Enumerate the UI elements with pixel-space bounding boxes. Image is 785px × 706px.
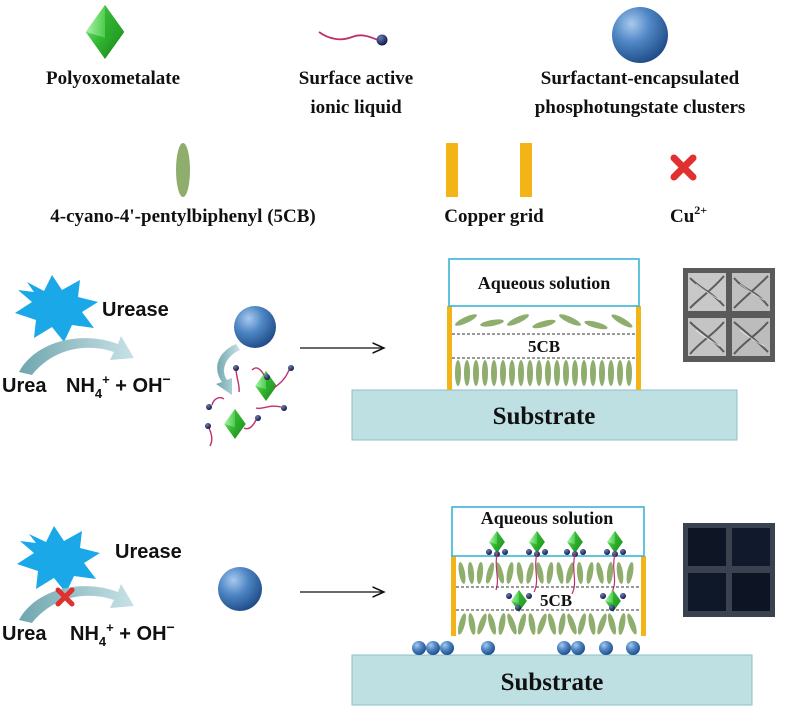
substrate-label-bottom: Substrate [501, 669, 604, 696]
sphere-icon [612, 7, 668, 63]
aqueous-label-top: Aqueous solution [478, 273, 611, 293]
5cb-label-top: 5CB [528, 337, 560, 356]
legend-polyoxometalate-label: Polyoxometalate [46, 68, 180, 89]
legend-surface-active-label-line1: Surface active [299, 68, 413, 89]
legend-surfactant-encapsulated-clusters: Surfactant-encapsulated phosphotungstate… [535, 7, 746, 118]
interface-ionic-liquid-heads [486, 549, 626, 557]
polyoxometalate-icon [85, 5, 125, 59]
legend-cu2plus: Cu2+ [670, 154, 707, 227]
liquid-crystal-rod-icon [176, 143, 190, 197]
pom-image-dark [683, 523, 775, 617]
reaction-arrow-bottom [19, 584, 134, 623]
pom-image-bright [683, 268, 775, 362]
copper-grid-left-bottom [451, 556, 456, 636]
legend-5cb: 4-cyano-4'-pentylbiphenyl (5CB) [50, 143, 316, 227]
penetrating-ionic-liquids [495, 553, 616, 595]
products-label-bottom: NH4+ + OH− [70, 619, 175, 649]
substrate-label-top: Substrate [493, 403, 596, 430]
urease-label-top: Urease [102, 299, 169, 321]
urea-label-bottom: Urea [2, 623, 47, 645]
urease-label-bottom: Urease [115, 541, 182, 563]
adsorbed-spheres [412, 641, 640, 655]
top-panel: Urease Urea NH4+ + OH− Substrate [2, 258, 775, 447]
bottom-panel: Urease Urea NH4+ + OH− Substrate Aqueo [2, 506, 775, 706]
cluster-sphere-bottom [218, 567, 262, 611]
released-ionic-liquids [205, 365, 294, 447]
copper-grid-right-bottom [641, 556, 646, 636]
products-label-top: NH4+ + OH− [66, 371, 171, 401]
lc-homeotropic-layer-top [455, 360, 632, 386]
lc-planar-layer-top [455, 314, 633, 330]
urease-star-icon-bottom [17, 526, 100, 593]
legend-surface-active-ionic-liquid: Surface active ionic liquid [299, 31, 413, 118]
decompose-arrow [216, 344, 240, 395]
legend-copper-grid: Copper grid [444, 143, 544, 227]
urea-label-top: Urea [2, 375, 47, 397]
legend-surface-active-label-line2: ionic liquid [310, 97, 402, 118]
ionic-liquid-icon [318, 31, 388, 46]
legend-surfactant-label-line2: phosphotungstate clusters [535, 97, 746, 118]
copper-grid-icon [446, 143, 532, 197]
copper-grid-right-top [636, 306, 641, 390]
blocked-cross-icon [55, 587, 75, 607]
legend-surfactant-label-line1: Surfactant-encapsulated [541, 68, 740, 89]
lc-layer-upper-bottom [458, 562, 634, 584]
legend-cu-label: Cu2+ [670, 203, 707, 227]
urease-star-icon-top [15, 275, 98, 342]
lc-layer-lower-bottom [457, 613, 637, 635]
lc-side-heads [506, 593, 626, 611]
substrate-bottom [351, 654, 753, 706]
legend-5cb-label: 4-cyano-4'-pentylbiphenyl (5CB) [50, 206, 316, 227]
aqueous-box-top [448, 258, 640, 307]
red-cross-icon [670, 154, 697, 181]
released-pom-2 [224, 409, 246, 439]
reaction-arrow-top [19, 336, 134, 375]
5cb-label-bottom: 5CB [540, 591, 572, 610]
aqueous-label-bottom: Aqueous solution [481, 508, 614, 528]
copper-grid-left-top [447, 306, 452, 390]
cluster-sphere-top [234, 306, 276, 348]
substrate-top [351, 389, 738, 441]
legend-copper-grid-label: Copper grid [444, 206, 544, 227]
legend-polyoxometalate: Polyoxometalate [46, 5, 180, 89]
